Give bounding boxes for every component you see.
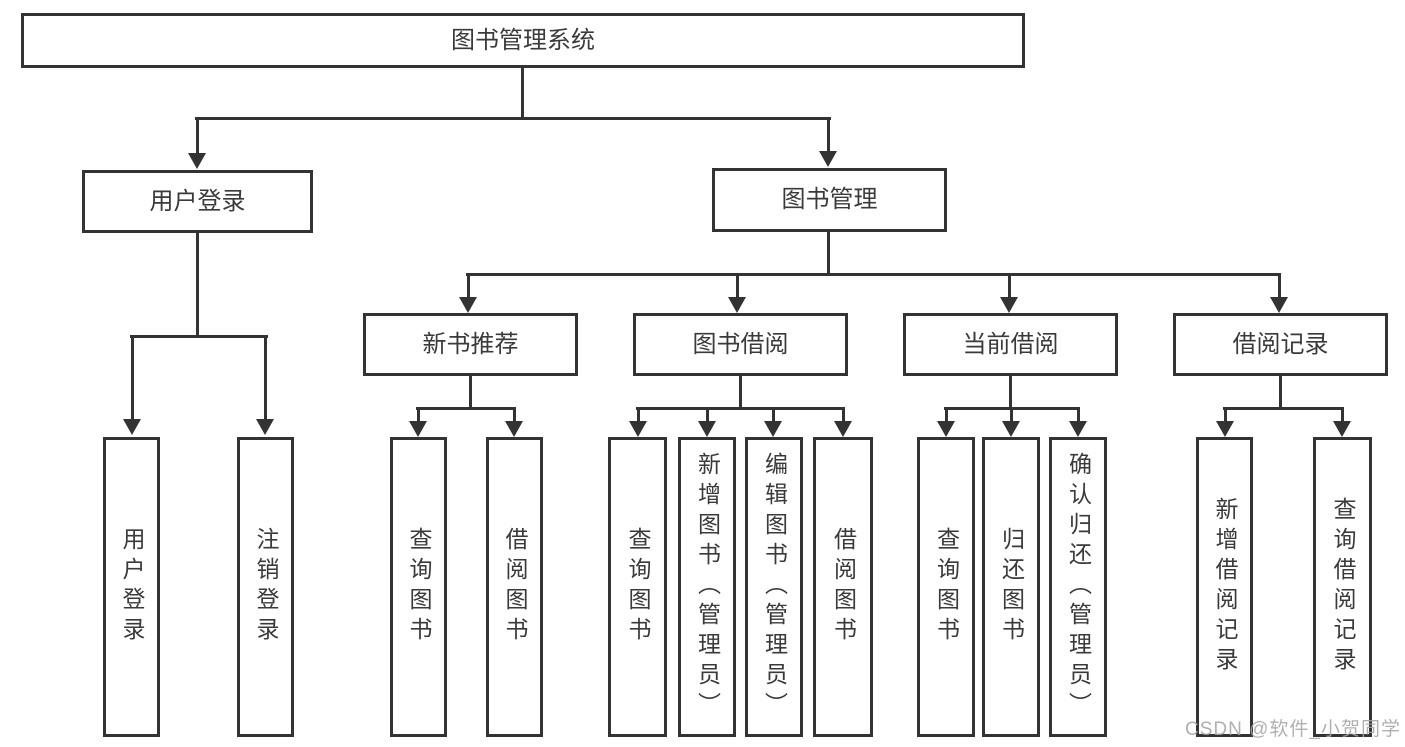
arrowhead-cb-query <box>937 421 955 437</box>
csdn-watermark: CSDN @软件_小贺同学 <box>1185 719 1401 740</box>
arrowhead-nb-borrow <box>505 421 523 437</box>
connector-book-borrowing-stem <box>739 376 742 409</box>
leaf-logout: 注销登录 <box>237 437 294 737</box>
node-user-login: 用户登录 <box>82 170 313 233</box>
node-borrowing-records-label: 借阅记录 <box>1232 330 1329 358</box>
leaf-user-login: 用户登录 <box>103 437 160 737</box>
connector-arrow-bb-query-line <box>637 407 640 423</box>
connector-arrow-leaf-user-login-line <box>131 335 134 421</box>
leaf-borrow-books-recommend-label: 借阅图书 <box>502 527 528 647</box>
arrowhead-cb-confirm <box>1069 421 1087 437</box>
leaf-query-books-recommend-label: 查询图书 <box>406 527 432 647</box>
leaf-user-login-label: 用户登录 <box>119 527 145 647</box>
leaf-add-borrow-record-label: 新增借阅记录 <box>1212 497 1238 677</box>
connector-level2-rail <box>195 117 831 120</box>
leaf-query-borrow-record: 查询借阅记录 <box>1313 437 1372 737</box>
node-library-system-label: 图书管理系统 <box>451 26 595 54</box>
arrowhead-br-add <box>1216 421 1234 437</box>
node-borrowing-records: 借阅记录 <box>1173 313 1388 376</box>
connector-arrow-leaf-logout-line <box>264 335 267 421</box>
arrowhead-leaf-user-login <box>123 419 141 435</box>
connector-level3-rail <box>466 273 1281 276</box>
leaf-add-borrow-record: 新增借阅记录 <box>1196 437 1253 737</box>
leaf-logout-label: 注销登录 <box>253 527 279 647</box>
node-book-borrowing: 图书借阅 <box>633 313 848 376</box>
arrowhead-cb-return <box>1002 421 1020 437</box>
node-current-borrowing: 当前借阅 <box>903 313 1118 376</box>
connector-arrow-cb-query-line <box>945 407 948 423</box>
connector-arrow-new-book-line <box>467 273 470 299</box>
arrowhead-nb-query <box>409 421 427 437</box>
connector-borrowing-records-rail <box>1223 407 1344 410</box>
leaf-add-book-admin: 新增图书（管理员） <box>678 437 736 737</box>
arrowhead-current-borrowing <box>1000 297 1018 313</box>
node-library-system: 图书管理系统 <box>21 13 1025 68</box>
leaf-edit-book-admin: 编辑图书（管理员） <box>745 437 803 737</box>
connector-book-management-stem <box>827 232 830 275</box>
connector-arrow-current-borrowing-line <box>1008 273 1011 299</box>
arrowhead-book-management <box>819 151 837 167</box>
connector-arrow-user-login-line <box>196 117 199 155</box>
leaf-query-borrow-record-label: 查询借阅记录 <box>1330 497 1356 677</box>
connector-borrowing-records-stem <box>1279 376 1282 409</box>
node-user-login-label: 用户登录 <box>149 187 246 215</box>
leaf-borrow-books-borrowing: 借阅图书 <box>813 437 873 737</box>
node-new-book-recommend-label: 新书推荐 <box>422 330 519 358</box>
connector-book-borrowing-rail <box>636 407 845 410</box>
connector-arrow-book-borrowing-line <box>736 273 739 299</box>
leaf-query-books-borrowing: 查询图书 <box>608 437 667 737</box>
arrowhead-book-borrowing <box>728 297 746 313</box>
arrowhead-bb-add <box>698 421 716 437</box>
leaf-edit-book-admin-label: 编辑图书（管理员） <box>761 452 788 722</box>
leaf-return-books-label: 归还图书 <box>998 527 1025 647</box>
connector-current-borrowing-stem <box>1009 376 1012 409</box>
connector-arrow-bb-borrow-line <box>842 407 845 423</box>
node-book-management: 图书管理 <box>712 168 947 232</box>
connector-user-login-stem <box>196 233 199 338</box>
leaf-query-books-current-label: 查询图书 <box>933 527 960 647</box>
leaf-borrow-books-borrowing-label: 借阅图书 <box>830 527 857 647</box>
connector-arrow-book-management-line <box>827 117 830 153</box>
node-new-book-recommend: 新书推荐 <box>363 313 578 376</box>
connector-root-stem <box>521 68 524 120</box>
connector-arrow-br-query-line <box>1341 407 1344 423</box>
connector-arrow-br-add-line <box>1224 407 1227 423</box>
arrowhead-user-login <box>188 153 206 169</box>
leaf-query-books-current: 查询图书 <box>917 437 975 737</box>
leaf-query-books-recommend: 查询图书 <box>390 437 447 737</box>
leaf-borrow-books-recommend: 借阅图书 <box>486 437 543 737</box>
connector-arrow-bb-add-line <box>706 407 709 423</box>
arrowhead-borrowing-records <box>1270 297 1288 313</box>
arrowhead-bb-borrow <box>834 421 852 437</box>
connector-user-login-rail <box>130 335 268 338</box>
leaf-query-books-borrowing-label: 查询图书 <box>625 527 651 647</box>
arrowhead-bb-query <box>629 421 647 437</box>
arrowhead-bb-edit <box>764 421 782 437</box>
leaf-add-book-admin-label: 新增图书（管理员） <box>694 452 721 722</box>
connector-new-book-rail <box>416 407 516 410</box>
arrowhead-leaf-logout <box>256 419 274 435</box>
connector-arrow-nb-borrow-line <box>513 407 516 423</box>
node-book-management-label: 图书管理 <box>781 186 878 213</box>
node-current-borrowing-label: 当前借阅 <box>962 330 1059 358</box>
arrowhead-br-query <box>1333 421 1351 437</box>
arrowhead-new-book-recommend <box>459 297 477 313</box>
node-book-borrowing-label: 图书借阅 <box>692 330 789 358</box>
connector-arrow-cb-confirm-line <box>1077 407 1080 423</box>
connector-arrow-cb-return-line <box>1010 407 1013 423</box>
leaf-return-books: 归还图书 <box>982 437 1040 737</box>
leaf-confirm-return-admin-label: 确认归还（管理员） <box>1065 452 1092 722</box>
connector-new-book-stem <box>469 376 472 409</box>
connector-arrow-nb-query-line <box>417 407 420 423</box>
connector-arrow-bb-edit-line <box>772 407 775 423</box>
leaf-confirm-return-admin: 确认归还（管理员） <box>1049 437 1107 737</box>
connector-arrow-borrowing-records-line <box>1278 273 1281 299</box>
